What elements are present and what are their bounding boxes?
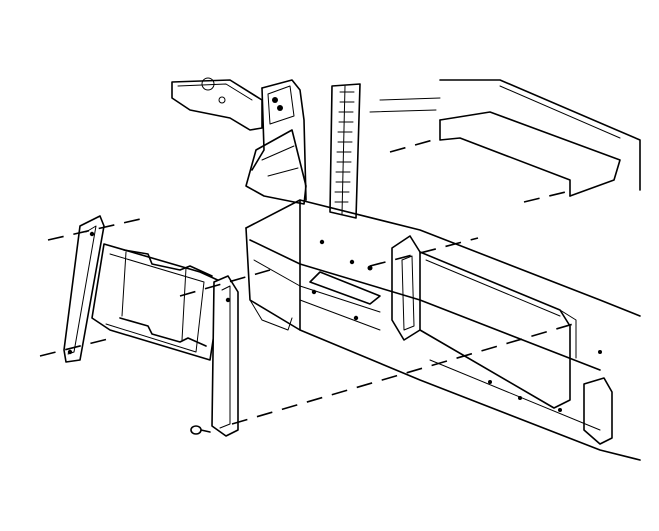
alignment-lines [39, 137, 581, 425]
vehicle-body-panel [171, 77, 641, 461]
bracket-front [63, 215, 239, 437]
fastener-screw [190, 425, 211, 435]
